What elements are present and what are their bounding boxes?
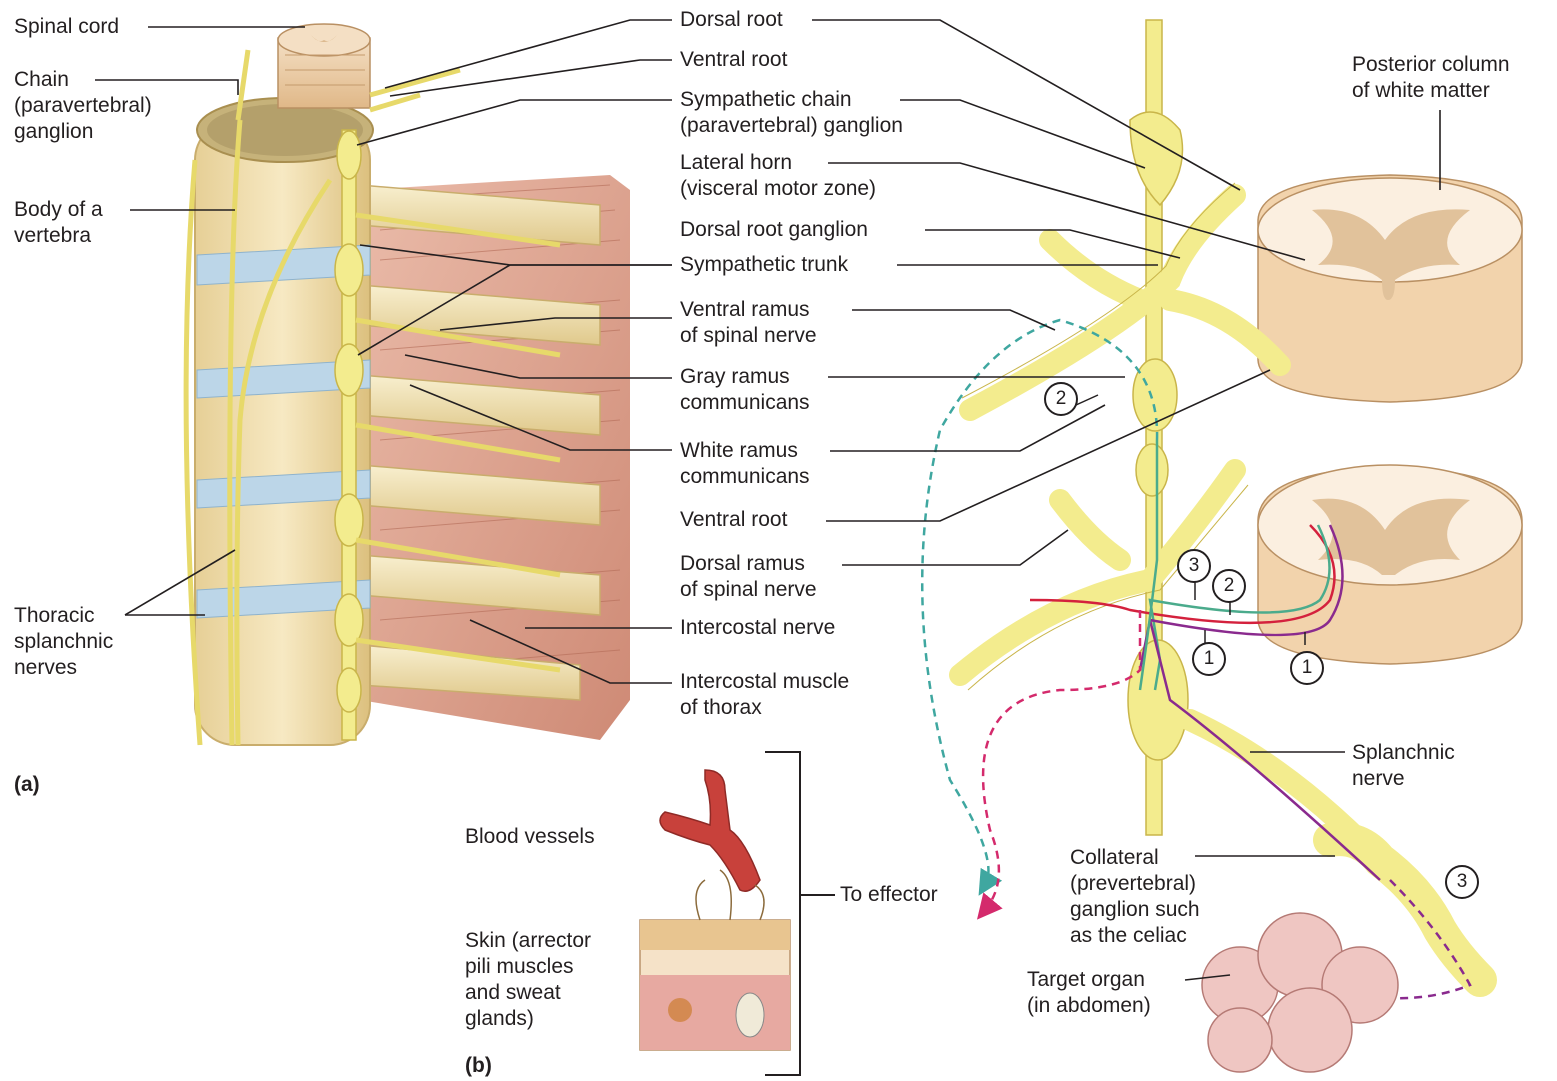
label-sympathetic-trunk: Sympathetic trunk [680,252,848,278]
label-spinal-cord: Spinal cord [14,14,119,40]
label-chain-ganglion-3: ganglion [14,119,93,145]
blood-vessel-icon [660,770,760,891]
skin-icon [640,870,790,1050]
label-collateral-2: (prevertebral) [1070,871,1196,897]
pathway-number-3-mid: 3 [1177,549,1211,583]
label-white-ramus-1: White ramus [680,438,798,464]
label-ventral-root-mid: Ventral root [680,507,787,533]
label-intercostal-muscle-2: of thorax [680,695,762,721]
label-skin-2: pili muscles [465,954,574,980]
target-organ-intestine [1202,913,1398,1072]
label-lateral-horn-2: (visceral motor zone) [680,176,876,202]
label-posterior-column-2: of white matter [1352,78,1490,104]
label-dorsal-root: Dorsal root [680,7,783,33]
nerve-outlines-right [962,183,1248,690]
label-dorsal-root-ganglion: Dorsal root ganglion [680,217,868,243]
label-intercostal-muscle-1: Intercostal muscle [680,669,849,695]
label-skin-4: glands) [465,1006,534,1032]
label-blood-vessels: Blood vessels [465,824,595,850]
label-skin-1: Skin (arrector [465,928,591,954]
label-collateral-4: as the celiac [1070,923,1187,949]
label-splanchnic-nerve-1: Splanchnic [1352,740,1455,766]
pathway-number-1-right: 1 [1290,651,1324,685]
label-collateral-1: Collateral [1070,845,1159,871]
spinal-cord-upper-section [1258,175,1522,402]
label-chain-ganglion-1: Chain [14,67,69,93]
label-body-vertebra-1: Body of a [14,197,103,223]
pathway-number-1-left: 1 [1192,642,1226,676]
label-splanchnic-nerve-2: nerve [1352,766,1405,792]
spinal-cord-segment [278,24,370,108]
panel-label-b: (b) [465,1053,492,1079]
label-to-effector: To effector [840,882,938,908]
label-intercostal-nerve: Intercostal nerve [680,615,835,641]
label-dorsal-ramus-2: of spinal nerve [680,577,817,603]
sympathetic-trunk-right [1128,20,1188,835]
label-ventral-ramus-1: Ventral ramus [680,297,810,323]
label-collateral-3: ganglion such [1070,897,1200,923]
label-gray-ramus-1: Gray ramus [680,364,790,390]
label-skin-3: and sweat [465,980,561,1006]
label-sympathetic-chain-1: Sympathetic chain [680,87,852,113]
label-body-vertebra-2: vertebra [14,223,91,249]
pathway-number-3-lower: 3 [1445,865,1479,899]
label-thoracic-splanchnic-3: nerves [14,655,77,681]
label-lateral-horn-1: Lateral horn [680,150,792,176]
label-dorsal-ramus-1: Dorsal ramus [680,551,805,577]
label-ventral-root-top: Ventral root [680,47,787,73]
label-thoracic-splanchnic-1: Thoracic [14,603,95,629]
label-target-organ-2: (in abdomen) [1027,993,1151,1019]
pathway-number-2-mid: 2 [1212,569,1246,603]
label-target-organ-1: Target organ [1027,967,1145,993]
pathway-number-2-upper: 2 [1044,382,1078,416]
label-white-ramus-2: communicans [680,464,810,490]
panel-label-a: (a) [14,772,40,798]
label-thoracic-splanchnic-2: splanchnic [14,629,113,655]
label-ventral-ramus-2: of spinal nerve [680,323,817,349]
label-gray-ramus-2: communicans [680,390,810,416]
label-chain-ganglion-2: (paravertebral) [14,93,152,119]
label-sympathetic-chain-2: (paravertebral) ganglion [680,113,903,139]
label-posterior-column-1: Posterior column [1352,52,1510,78]
